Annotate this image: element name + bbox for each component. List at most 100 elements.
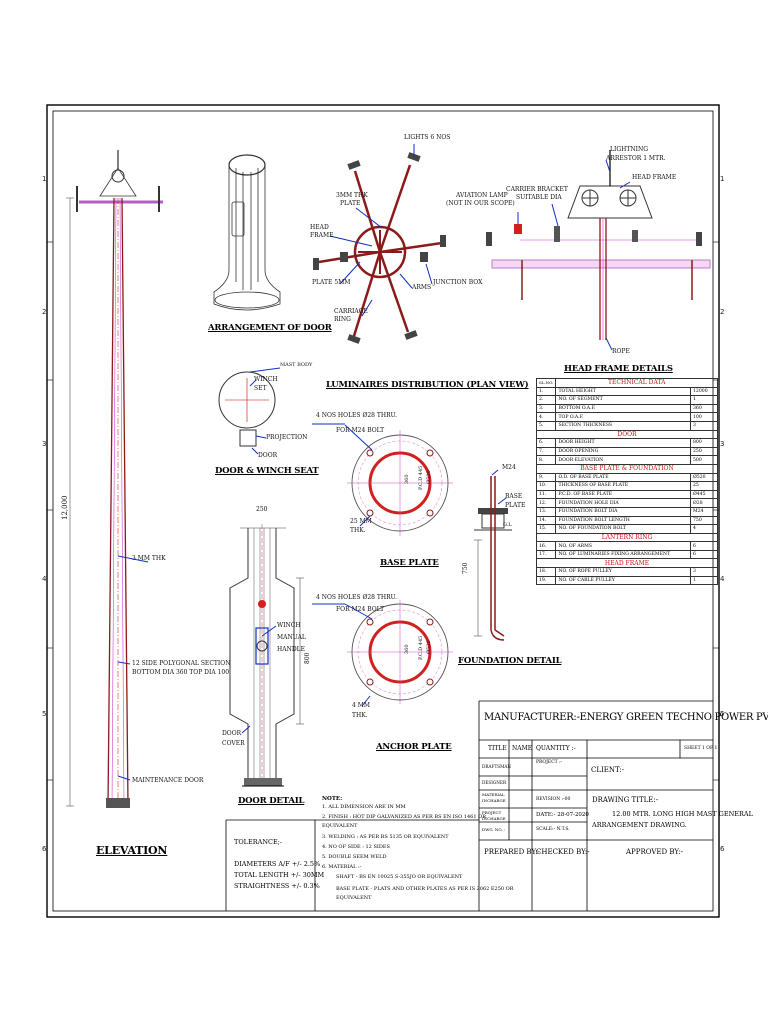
table-header: TECHNICAL DATA (555, 378, 718, 388)
label-m24: M24 (502, 464, 516, 471)
ruler-number: 1 (720, 175, 725, 183)
table-row: 4.TOP O.A.F.100 (535, 412, 718, 422)
label-holes-2: 4 NOS HOLES Ø28 THRU. (316, 594, 398, 601)
outer-border (46, 104, 720, 918)
tb-designer: DESIGNER (482, 780, 507, 785)
tolerance-straightness: STRAIGHTNESS +/- 0.3% (234, 882, 320, 890)
title-arrangement-door: ARRANGEMENT OF DOOR (208, 323, 332, 333)
label-thk-2: THK. (352, 712, 368, 719)
ruler-number: 3 (720, 440, 725, 448)
tb-client: CLIENT:- (591, 766, 625, 774)
tb-revision: REVISION :-00 (536, 797, 571, 802)
tb-project-inch-2: INCHARGE (482, 816, 506, 821)
label-carrier-bracket: CARRIER BRACKET (506, 186, 568, 193)
title-block-grid (225, 700, 713, 911)
ruler-number: 6 (720, 845, 725, 853)
title-foundation: FOUNDATION DETAIL (458, 656, 562, 666)
label-800: 800 (304, 652, 311, 664)
title-anchor-plate: ANCHOR PLATE (376, 742, 452, 752)
label-pcd-445-b: P.C.D 445 (418, 635, 424, 660)
title-head-frame-details: HEAD FRAME DETAILS (564, 364, 673, 374)
label-polygonal-2: BOTTOM DIA 360 TOP DIA 100 (132, 669, 230, 676)
luminaires-plan-view (313, 152, 446, 344)
title-door-detail: DOOR DETAIL (238, 796, 305, 806)
tb-approved: APPROVED BY:- (626, 848, 683, 856)
tb-sheet: SHEET 1 OF 1 (684, 746, 718, 751)
title-door-winch: DOOR & WINCH SEAT (215, 466, 319, 476)
label-lightning: LIGHTNING (610, 146, 649, 153)
note-6a: SHAFT - BS EN 10025 S-355JO OR EQUIVALEN… (336, 874, 463, 880)
tb-checked: CHECKED BY:- (536, 848, 590, 856)
label-polygonal: 12 SIDE POLYGONAL SECTION (132, 660, 231, 667)
note-2b: EQUIVALENT (322, 823, 358, 829)
label-pcd-445: P.C.D 445 (418, 465, 424, 490)
tb-project: PROJECT :- (536, 760, 563, 765)
note-2: 2. FINISH : HOT DIP GALVANIZED AS PER BS… (322, 814, 486, 820)
label-od-520-b: Ø520 (426, 640, 432, 654)
label-rope: ROPE (612, 348, 630, 355)
table-section: DOOR (536, 429, 718, 440)
label-door: DOOR (258, 452, 278, 459)
note-6c: EQUIVALENT (336, 895, 372, 901)
label-lights: LIGHTS 6 NOS (404, 134, 451, 141)
tolerance-diameter: DIAMETERS A/F +/- 2.5% (234, 860, 321, 868)
anchor-plate-drawing (344, 600, 453, 707)
tb-scale: SCALE:- N.T.S. (536, 827, 570, 832)
foundation-bolt-drawing (474, 469, 512, 641)
label-height: 12,000 (61, 495, 69, 521)
label-mast-body: MAST BODY (280, 362, 313, 368)
label-carriage: CARRIAGE (334, 308, 368, 315)
table-row: 3.BOTTOM O.A.F.360 (535, 403, 718, 414)
title-underlines (312, 423, 345, 605)
tb-quantity: QUANTITY :- (536, 745, 576, 752)
manufacturer: MANUFACTURER:-ENERGY GREEN TECHNO POWER … (484, 712, 768, 723)
label-projection: PROJECTION (266, 434, 308, 441)
door-winch-seat-drawing (218, 367, 281, 455)
tb-prepared: PREPARED BY:- (484, 848, 540, 856)
tb-material-2: INCHARGE (482, 798, 506, 803)
label-head: HEAD (310, 224, 329, 231)
ruler-number: 2 (720, 308, 725, 316)
table-section: HEAD FRAME (536, 558, 718, 569)
label-handle: HANDLE (277, 646, 305, 653)
door-detail-drawing (229, 524, 304, 787)
base-plate-drawing (344, 424, 453, 536)
label-ring: RING (334, 316, 351, 323)
ruler-number: 4 (720, 575, 725, 583)
label-cover: COVER (222, 740, 245, 747)
label-250: 250 (256, 506, 268, 513)
arrangement-door-drawing (213, 154, 281, 311)
label-360-b: 360 (404, 644, 410, 654)
tb-draftsman: DRAFTSMAN (482, 764, 512, 769)
label-not-in-scope: (NOT IN OUR SCOPE) (446, 200, 515, 207)
note-6: 6. MATERIAL :- (322, 864, 362, 870)
elevation-leaders (117, 555, 149, 781)
label-frame: FRAME (310, 232, 334, 239)
tb-title: TITLE (488, 745, 507, 752)
tb-drawing-title-2: ARRANGEMENT DRAWING. (592, 821, 687, 829)
ruler-number: 4 (42, 575, 47, 583)
tb-name: NAME (512, 745, 533, 752)
label-plate-5mm: PLATE 5MM (312, 279, 351, 286)
label-holes-1: 4 NOS HOLES Ø28 THRU. (316, 412, 398, 419)
note-1: 1. ALL DIMENSION ARE IN MM (322, 804, 406, 810)
label-arms: ARMS (412, 284, 432, 291)
label-thk: THK. (350, 527, 366, 534)
ruler-number: 6 (42, 845, 47, 853)
tolerance-title: TOLERANCE;- (234, 838, 283, 846)
tb-project-inch: PROJECT (482, 810, 502, 815)
note-3: 3. WELDING : AS PER BS 5135 OR EQUIVALEN… (322, 834, 449, 840)
